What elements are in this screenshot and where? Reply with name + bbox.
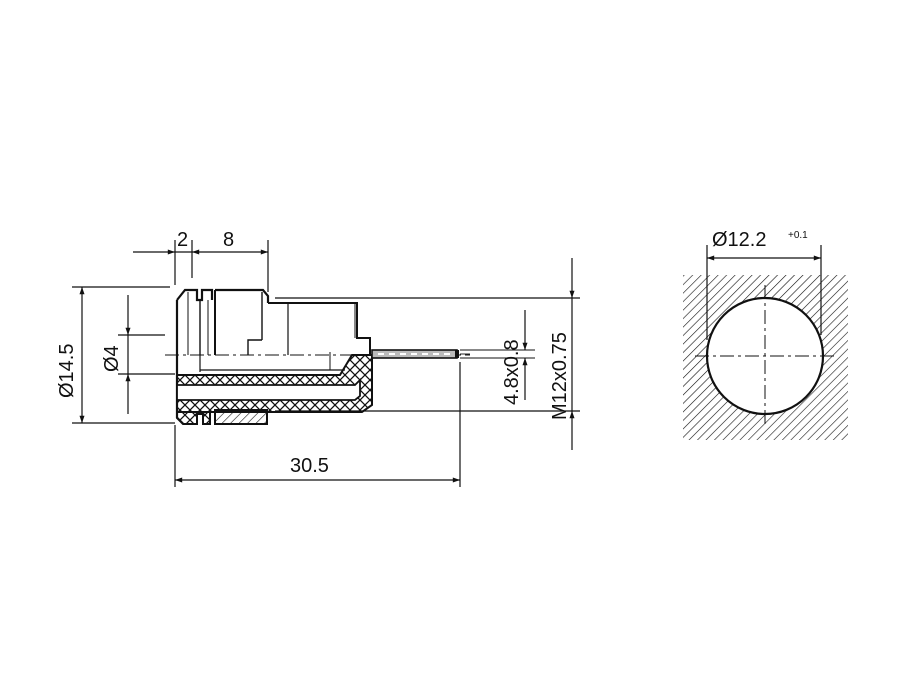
overall-length-label: 30.5 <box>290 455 329 477</box>
dimension-overall-length: 30.5 <box>174 362 461 487</box>
outer-diameter-label: Ø14.5 <box>56 344 78 398</box>
dimension-tab-size: 4.8x0.8 <box>501 310 528 405</box>
insulator-section <box>176 354 373 425</box>
connector-body <box>175 288 371 418</box>
dimension-flange-thread: 2 8 <box>133 229 269 292</box>
hole-diameter-label: Ø12.2 <box>712 229 766 251</box>
thread-spec-label: M12x0.75 <box>549 332 571 420</box>
dimension-bore-diameter: Ø4 <box>101 295 175 414</box>
thread-length-label: 8 <box>223 229 234 251</box>
bore-diameter-label: Ø4 <box>101 345 123 372</box>
dimension-thread-spec: M12x0.75 <box>549 258 575 450</box>
dimension-hole-diameter: Ø12.2 +0.1 <box>706 229 822 340</box>
tab-size-label: 4.8x0.8 <box>501 339 523 405</box>
dimension-outer-diameter: Ø14.5 <box>56 286 175 424</box>
panel-cutout-view: Ø12.2 +0.1 <box>683 229 848 440</box>
solder-tab <box>371 349 470 359</box>
side-view: 2 8 Ø14.5 Ø4 <box>56 229 580 487</box>
flange-thickness-label: 2 <box>177 229 188 251</box>
hole-tolerance-label: +0.1 <box>788 230 808 241</box>
